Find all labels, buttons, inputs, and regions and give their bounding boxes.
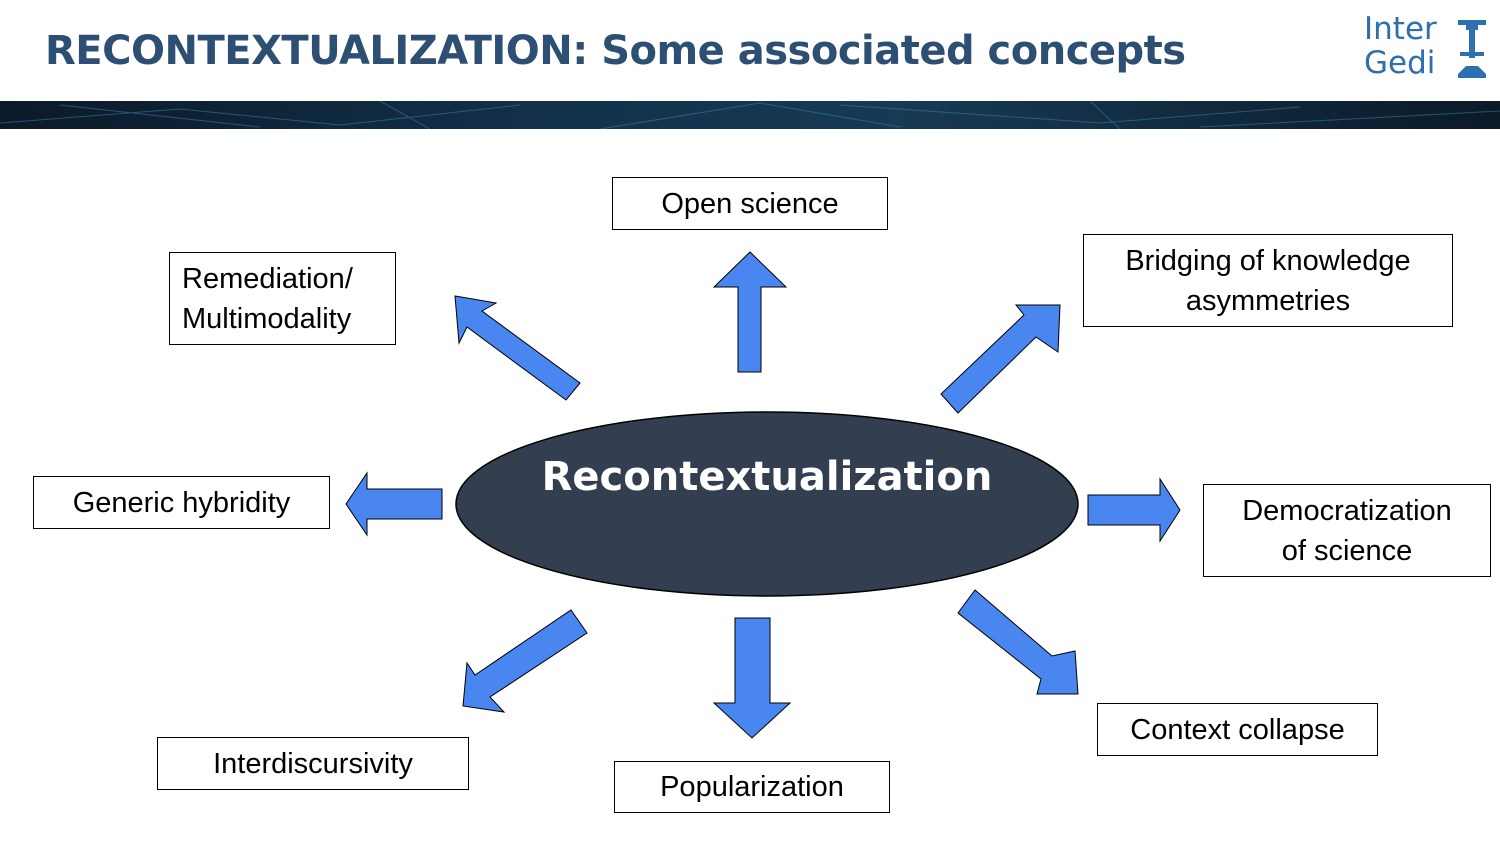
concept-bridging-knowledge-asymmetries: Bridging of knowledge asymmetries	[1083, 234, 1453, 327]
arrow-to-popularization	[712, 617, 792, 739]
arrow-to-context-collapse	[957, 589, 1079, 695]
concept-popularization: Popularization	[614, 761, 890, 813]
concept-open-science: Open science	[612, 177, 888, 230]
concept-democratization-of-science: Democratization of science	[1203, 484, 1491, 577]
page-title: RECONTEXTUALIZATION: Some associated con…	[45, 28, 1186, 74]
logo: Inter Gedi	[1364, 12, 1490, 84]
header-banner	[0, 101, 1500, 129]
arrow-to-generic-hybridity	[345, 471, 443, 537]
arrow-to-open-science	[712, 251, 788, 373]
concept-context-collapse: Context collapse	[1097, 703, 1378, 756]
arrow-to-democratization	[1087, 477, 1181, 543]
arrow-to-remediation	[454, 295, 581, 401]
logo-text-gedi: Gedi	[1364, 45, 1436, 81]
arrow-to-interdiscursivity	[462, 609, 588, 713]
arrow-to-bridging	[940, 304, 1061, 414]
intergedi-logo-icon	[1458, 20, 1486, 78]
logo-text-inter: Inter	[1364, 11, 1437, 47]
concept-remediation-multimodality: Remediation/ Multimodality	[169, 252, 396, 345]
center-label: Recontextualization	[541, 454, 993, 500]
center-ellipse	[455, 411, 1079, 597]
concept-generic-hybridity: Generic hybridity	[33, 476, 330, 529]
concept-interdiscursivity: Interdiscursivity	[157, 737, 469, 790]
